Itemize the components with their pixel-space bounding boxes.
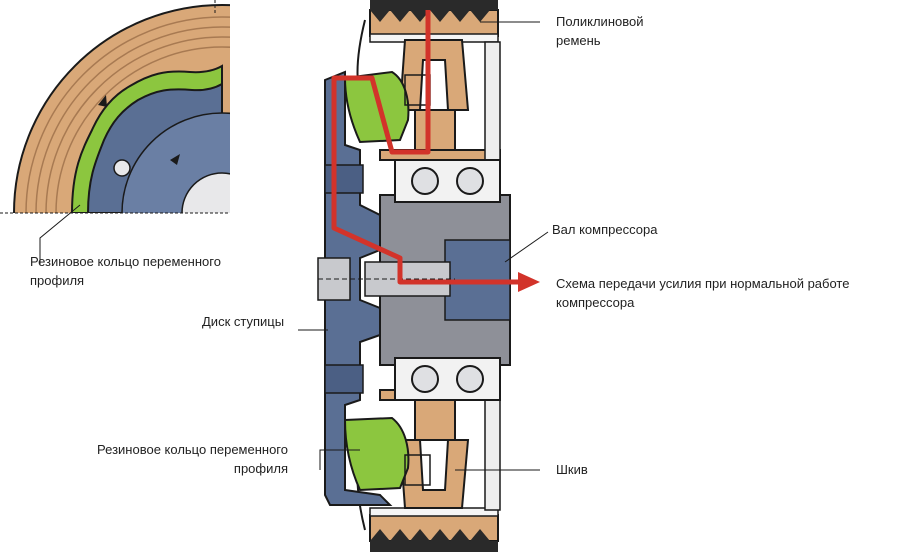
leader-lines — [39, 21, 549, 471]
force-path-label-line2: компрессора — [556, 295, 635, 310]
rubber-ring-label-bottom-line1: Резиновое кольцо переменного — [97, 442, 288, 457]
rubber-ring-top — [343, 70, 410, 144]
rubber-ring-label-bottom-line2: профиля — [233, 461, 288, 476]
shaft-label: Вал компрессора — [552, 222, 658, 237]
force-path-label: Схема передачи усилия при нормальной раб… — [556, 274, 849, 312]
hub-disc-label: Диск ступицы — [202, 314, 285, 329]
inset-quarter-view — [13, 4, 230, 213]
belt-label: Поликлиновой ремень — [556, 12, 643, 50]
rubber-ring-label-top-line1: Резиновое кольцо переменного — [30, 254, 221, 269]
rubber-ring-label-top-line2: профиля — [30, 273, 85, 288]
force-path-arrow — [331, 10, 540, 292]
rubber-ring-bottom — [343, 416, 410, 492]
pulley-label: Шкив — [556, 462, 588, 477]
bearing-top — [394, 159, 501, 203]
rubber-ring-label-top: Резиновое кольцо переменного профиля — [30, 252, 221, 290]
rubber-ring-label-bottom: Резиновое кольцо переменного профиля — [62, 440, 288, 478]
poly-v-belt — [370, 0, 498, 552]
bearing-bottom — [394, 357, 501, 401]
belt-label-line2: ремень — [556, 33, 601, 48]
force-path-label-line1: Схема передачи усилия при нормальной раб… — [556, 276, 850, 291]
belt-label-line1: Поликлиновой — [556, 14, 644, 29]
